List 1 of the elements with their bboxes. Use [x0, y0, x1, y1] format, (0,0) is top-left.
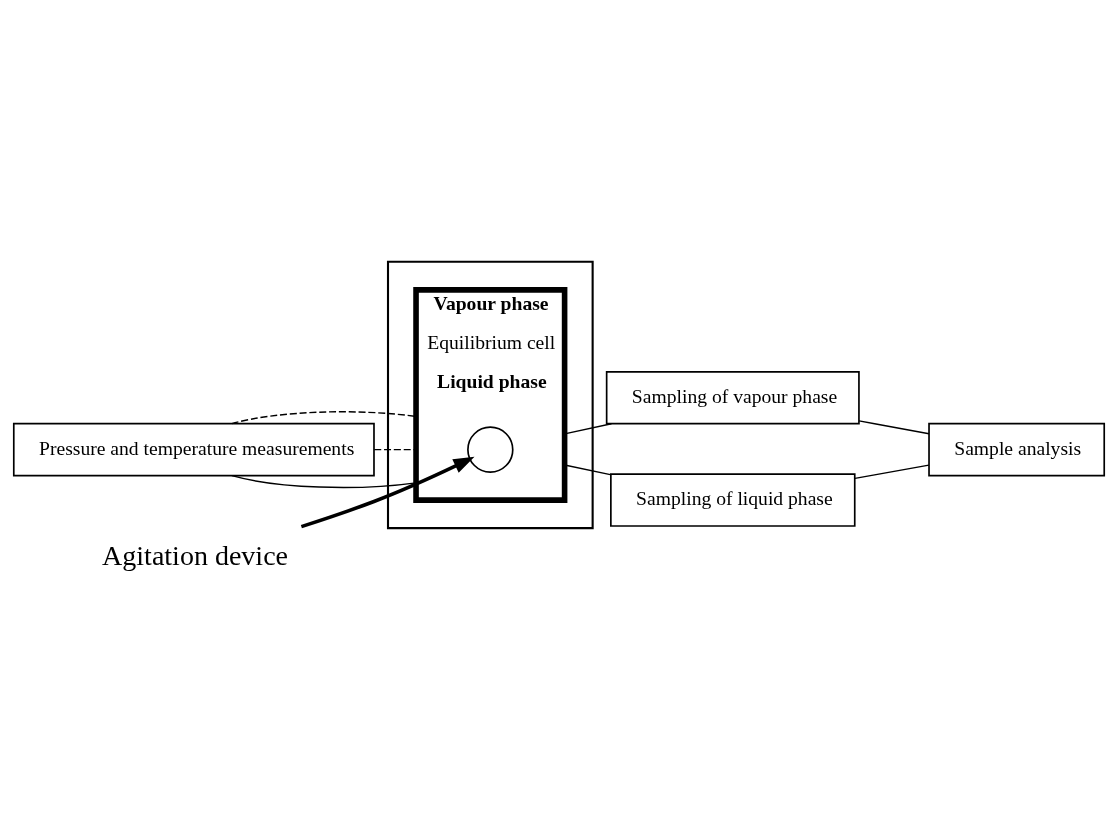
node-text: Agitation device: [102, 539, 289, 571]
